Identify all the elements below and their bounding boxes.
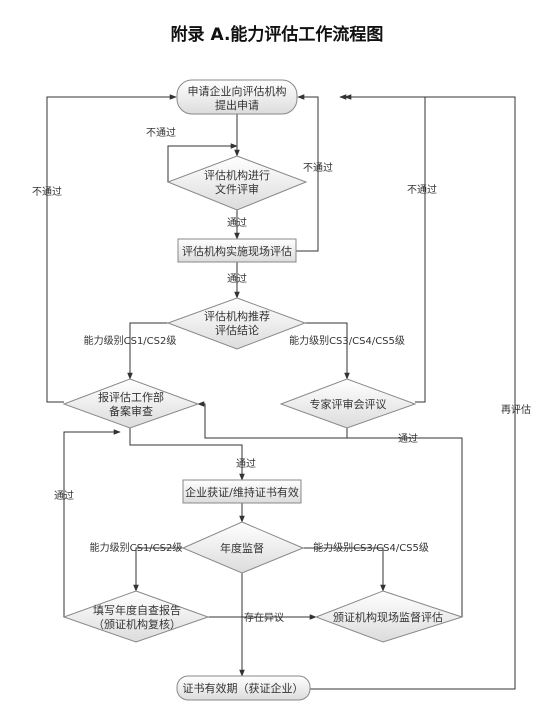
- node-onsite-supervise-label: 颁证机构现场监督评估: [333, 610, 443, 624]
- node-apply-line2: 提出申请: [215, 98, 259, 112]
- label-pass-docreview: 通过: [227, 216, 247, 229]
- label-fail-expert: 不通过: [407, 183, 437, 196]
- arrow-annual-high: [303, 547, 386, 592]
- label-level-low-1: 能力级别CS1/CS2级: [84, 334, 177, 347]
- arrow-onsite-fail: [296, 94, 319, 252]
- arrow-filing-fail: [46, 94, 177, 403]
- arrow-recommend-low: [127, 322, 168, 380]
- node-apply-line1: 申请企业向评估机构: [188, 84, 287, 98]
- node-certify-process: 企业获证/维持证书有效: [182, 479, 302, 504]
- label-level-high-1: 能力级别CS3/CS4/CS5级: [289, 334, 405, 347]
- connectors: [46, 94, 516, 690]
- node-filing-decision: 报评估工作部 备案审查: [62, 378, 200, 429]
- node-self-check-line2: （颁证机构复核）: [93, 617, 181, 631]
- node-valid-terminator: 证书有效期（获证企业）: [176, 675, 311, 701]
- node-expert-label: 专家评审会评议: [310, 397, 387, 411]
- node-doc-review-decision: 评估机构进行 文件评审: [166, 155, 308, 211]
- label-pass-selfcheck: 通过: [54, 489, 74, 502]
- node-recommend-line1: 评估机构推荐: [204, 309, 270, 323]
- arrow-reassess: [310, 94, 516, 690]
- arrow-selfcheck-pass: [63, 429, 121, 617]
- node-recommend-decision: 评估机构推荐 评估结论: [166, 297, 307, 350]
- arrow-expert-fail: [339, 94, 426, 403]
- label-fail-filing: 不通过: [32, 185, 62, 198]
- node-annual-decision: 年度监督: [181, 521, 305, 574]
- edge-labels: 不通过 不通过 不通过 不通过 通过 通过 能力级别CS1/CS2级 能力级别C…: [32, 126, 531, 624]
- node-filing-line1: 报评估工作部: [98, 390, 164, 404]
- label-pass-filing: 通过: [236, 457, 256, 470]
- arrow-annual-low: [133, 547, 183, 592]
- label-reassess: 再评估: [501, 403, 531, 416]
- arrow-recommend-high: [305, 322, 350, 380]
- label-fail-onsite: 不通过: [303, 161, 333, 174]
- node-onsite-process: 评估机构实施现场评估: [177, 238, 297, 263]
- node-self-check-decision: 填写年度自查报告 （颁证机构复核）: [62, 590, 210, 643]
- label-fail-docreview: 不通过: [146, 126, 176, 139]
- node-onsite-label: 评估机构实施现场评估: [182, 244, 292, 258]
- arrow-docreview-fail: [167, 143, 238, 182]
- node-recommend-line2: 评估结论: [215, 323, 259, 337]
- label-dispute: 存在异议: [244, 611, 284, 624]
- node-certify-label: 企业获证/维持证书有效: [185, 485, 299, 499]
- arrow-expert-to-filing: [197, 401, 348, 439]
- node-annual-label: 年度监督: [220, 541, 264, 555]
- node-filing-line2: 备案审查: [109, 404, 153, 418]
- label-pass-supervise: 通过: [398, 432, 418, 445]
- node-doc-review-line1: 评估机构进行: [204, 168, 270, 182]
- node-doc-review-line2: 文件评审: [215, 182, 259, 196]
- arrow-supervise-pass: [347, 437, 463, 617]
- page-title: 附录 A.能力评估工作流程图: [171, 24, 384, 45]
- arrow-filing-pass: [129, 428, 245, 481]
- node-onsite-supervise-decision: 颁证机构现场监督评估: [314, 590, 464, 643]
- node-apply-terminator: 申请企业向评估机构 提出申请: [176, 79, 298, 115]
- node-expert-decision: 专家评审会评议: [279, 378, 417, 429]
- label-level-low-2: 能力级别CS1/CS2级: [90, 541, 183, 554]
- node-self-check-line1: 填写年度自查报告: [93, 603, 181, 617]
- node-valid-label: 证书有效期（获证企业）: [183, 681, 304, 695]
- label-level-high-2: 能力级别CS3/CS4/CS5级: [313, 541, 429, 554]
- label-pass-onsite: 通过: [227, 272, 247, 285]
